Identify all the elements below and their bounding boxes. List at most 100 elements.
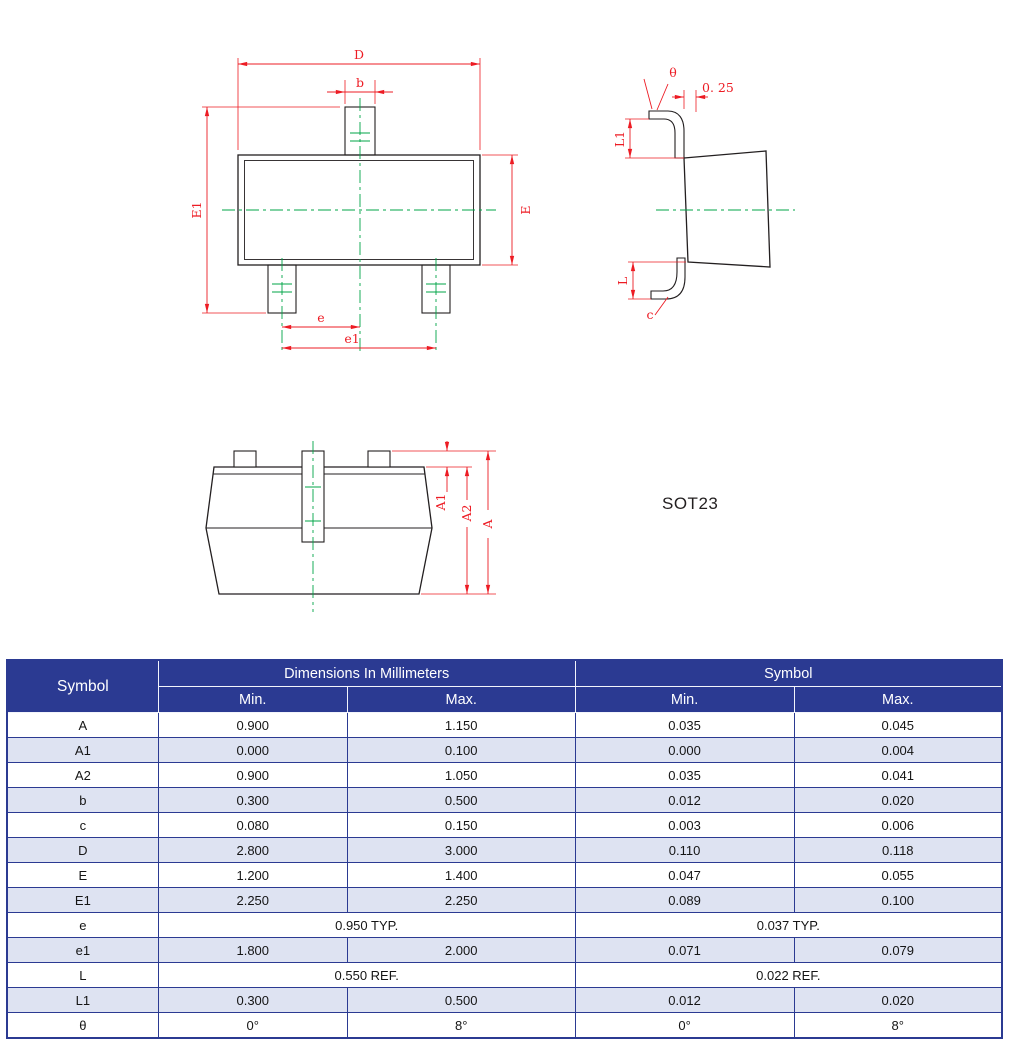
mm-min-cell: 0.900	[157, 762, 348, 788]
symbol-cell: θ	[6, 1012, 159, 1039]
header-symbol-right: Symbol	[574, 659, 1003, 687]
in-max-cell: 0.045	[793, 712, 1003, 738]
header-in-max: Max.	[793, 686, 1003, 713]
table-row: A1 0.000 0.100 0.000 0.004	[6, 737, 1003, 763]
table-row: c 0.080 0.150 0.003 0.006	[6, 812, 1003, 838]
dim-label-e1: e1	[344, 331, 359, 346]
header-row-minmax: Min. Max. Min. Max.	[7, 686, 1003, 713]
header-in-min: Min.	[574, 686, 795, 713]
in-min-cell: 0°	[574, 1012, 795, 1039]
mm-min-cell: 1.200	[157, 862, 348, 888]
in-span-cell: 0.037 TYP.	[574, 912, 1003, 938]
table-row: E 1.200 1.400 0.047 0.055	[6, 862, 1003, 888]
symbol-cell: A	[6, 712, 159, 738]
symbol-cell: A1	[6, 737, 159, 763]
header-row-groups: Symbol Dimensions In Millimeters Symbol	[6, 659, 1003, 713]
side-bottom-lead	[650, 257, 686, 300]
dim-label-D: D	[354, 47, 364, 62]
dim-label-c: c	[646, 307, 653, 322]
table-row: D 2.800 3.000 0.110 0.118	[6, 837, 1003, 863]
in-max-cell: 0.055	[793, 862, 1003, 888]
symbol-cell: E	[6, 862, 159, 888]
table-row: L 0.550 REF. 0.022 REF.	[6, 962, 1003, 988]
in-min-cell: 0.071	[574, 937, 795, 963]
mm-span-cell: 0.950 TYP.	[157, 912, 576, 938]
symbol-cell: L1	[6, 987, 159, 1013]
symbol-cell: e	[6, 912, 159, 938]
dimensions-table: Symbol Dimensions In Millimeters Symbol …	[6, 659, 1003, 1039]
dim-label-E: E	[518, 205, 533, 214]
in-max-cell: 8°	[793, 1012, 1003, 1039]
left-lead-tab	[233, 450, 257, 468]
dim-label-L: L	[615, 277, 630, 285]
dim-label-e: e	[317, 310, 324, 325]
table-row: θ 0° 8° 0° 8°	[6, 1012, 1003, 1039]
in-min-cell: 0.035	[574, 712, 795, 738]
right-lead-tab	[367, 450, 391, 468]
table-row: A 0.900 1.150 0.035 0.045	[6, 712, 1003, 738]
dim-label-tip: 0. 25	[702, 80, 734, 95]
in-min-cell: 0.012	[574, 787, 795, 813]
mm-max-cell: 3.000	[346, 837, 576, 863]
symbol-cell: L	[6, 962, 159, 988]
mm-min-cell: 0.900	[157, 712, 348, 738]
in-max-cell: 0.100	[793, 887, 1003, 913]
table-row: E1 2.250 2.250 0.089 0.100	[6, 887, 1003, 913]
mm-max-cell: 8°	[346, 1012, 576, 1039]
in-max-cell: 0.118	[793, 837, 1003, 863]
in-max-cell: 0.004	[793, 737, 1003, 763]
header-mm-max: Max.	[346, 686, 576, 713]
mm-max-cell: 0.150	[346, 812, 576, 838]
side-view-drawing: θ 0. 25 L1 L c	[612, 65, 795, 322]
in-max-cell: 0.006	[793, 812, 1003, 838]
header-symbol: Symbol	[6, 659, 159, 713]
dim-label-E1: E1	[189, 201, 204, 218]
mm-min-cell: 0.080	[157, 812, 348, 838]
mm-min-cell: 1.800	[157, 937, 348, 963]
package-name: SOT23	[662, 494, 718, 513]
in-min-cell: 0.110	[574, 837, 795, 863]
table-row: A2 0.900 1.050 0.035 0.041	[6, 762, 1003, 788]
package-outline-drawing: D b E1 E e e1	[189, 47, 795, 612]
symbol-cell: c	[6, 812, 159, 838]
table-row: b 0.300 0.500 0.012 0.020	[6, 787, 1003, 813]
mm-max-cell: 0.500	[346, 787, 576, 813]
dim-label-A1: A1	[433, 494, 448, 512]
mm-min-cell: 0.300	[157, 787, 348, 813]
in-min-cell: 0.003	[574, 812, 795, 838]
mm-min-cell: 0.000	[157, 737, 348, 763]
in-min-cell: 0.000	[574, 737, 795, 763]
in-min-cell: 0.012	[574, 987, 795, 1013]
mm-min-cell: 0.300	[157, 987, 348, 1013]
mm-min-cell: 0°	[157, 1012, 348, 1039]
symbol-cell: b	[6, 787, 159, 813]
table-row: L1 0.300 0.500 0.012 0.020	[6, 987, 1003, 1013]
mm-max-cell: 0.500	[346, 987, 576, 1013]
mm-min-cell: 2.250	[157, 887, 348, 913]
in-min-cell: 0.047	[574, 862, 795, 888]
mm-max-cell: 0.100	[346, 737, 576, 763]
in-span-cell: 0.022 REF.	[574, 962, 1003, 988]
symbol-cell: D	[6, 837, 159, 863]
dim-label-A: A	[480, 519, 495, 530]
dim-label-L1: L1	[612, 131, 627, 147]
table-row: e1 1.800 2.000 0.071 0.079	[6, 937, 1003, 963]
in-min-cell: 0.035	[574, 762, 795, 788]
in-max-cell: 0.020	[793, 987, 1003, 1013]
in-max-cell: 0.020	[793, 787, 1003, 813]
table-header: Symbol Dimensions In Millimeters Symbol …	[6, 659, 1003, 713]
in-min-cell: 0.089	[574, 887, 795, 913]
front-view-drawing: D b E1 E e e1	[189, 47, 533, 355]
symbol-cell: e1	[6, 937, 159, 963]
dim-label-A2: A2	[459, 505, 474, 523]
dim-label-b: b	[356, 75, 364, 90]
mm-min-cell: 2.800	[157, 837, 348, 863]
mm-max-cell: 1.050	[346, 762, 576, 788]
mm-span-cell: 0.550 REF.	[157, 962, 576, 988]
table-body: A 0.900 1.150 0.035 0.045 A1 0.000 0.100…	[6, 712, 1003, 1039]
header-mm-min: Min.	[157, 686, 348, 713]
dim-label-theta: θ	[669, 65, 677, 80]
mm-max-cell: 1.150	[346, 712, 576, 738]
side-top-lead	[648, 110, 685, 159]
height-view-drawing: A1 A2 A	[205, 441, 496, 612]
